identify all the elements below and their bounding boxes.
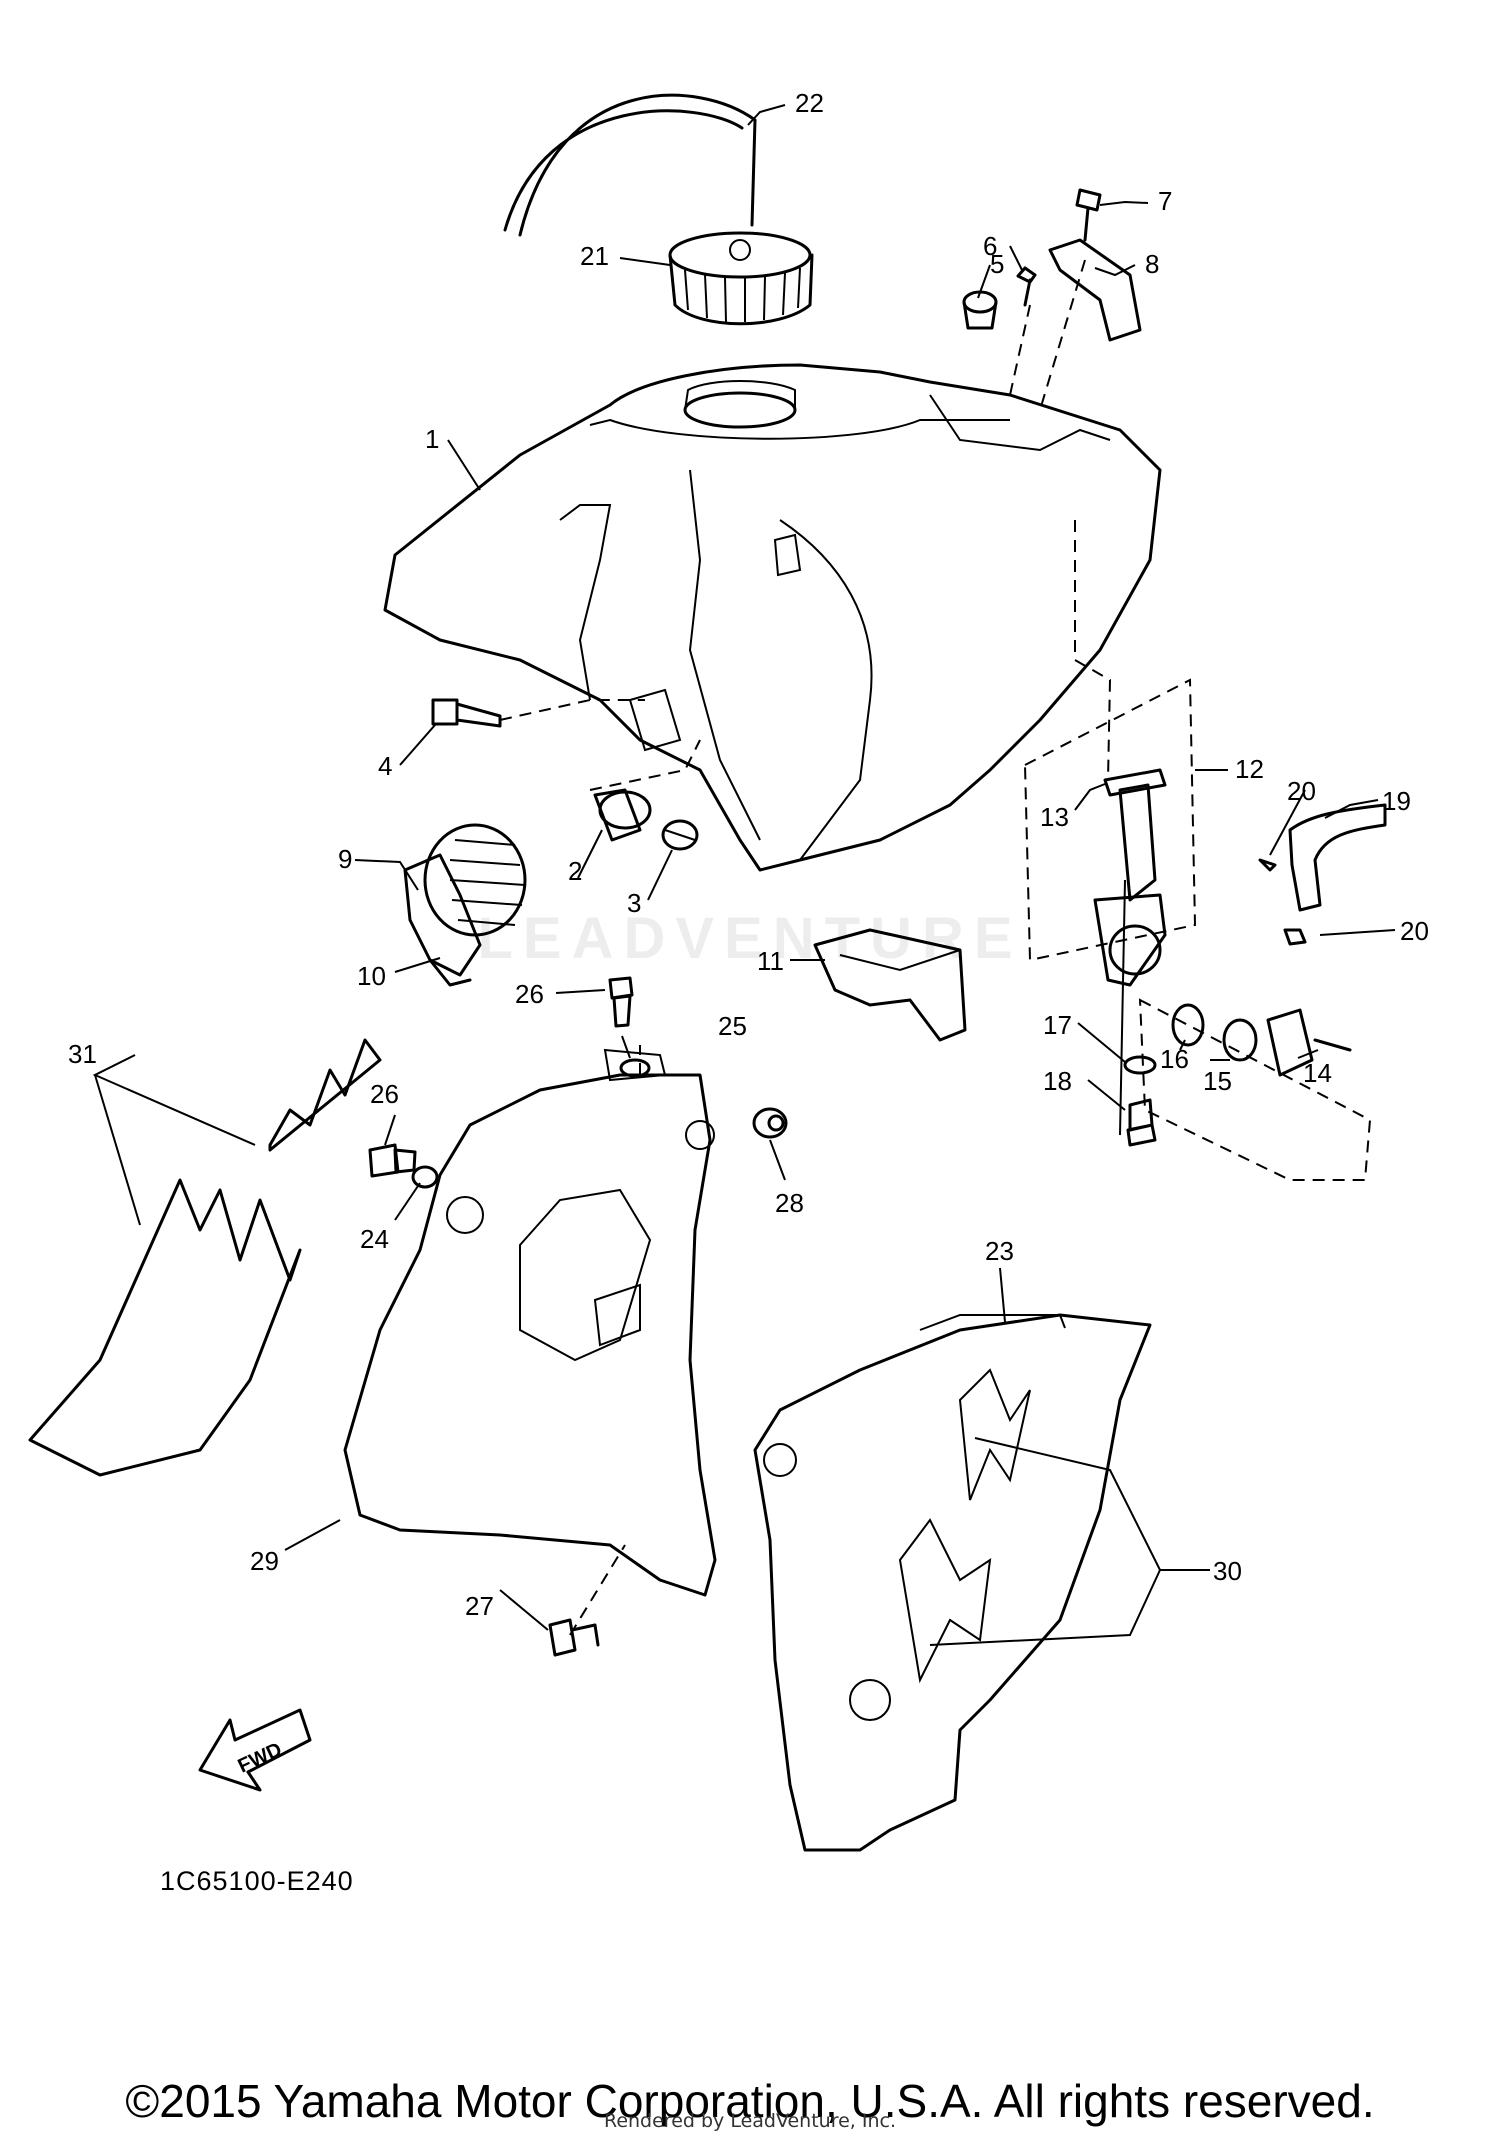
figure-code: 1C65100-E240 — [160, 1866, 354, 1896]
callout-5: 5 — [990, 249, 1004, 279]
callout-29: 29 — [250, 1546, 279, 1576]
vent-hose-drawing — [503, 93, 757, 237]
callout-17: 17 — [1043, 1010, 1072, 1040]
fasteners-drawing — [368, 976, 788, 1657]
fuel-tank-drawing — [383, 363, 1162, 872]
fuel-hose-drawing — [1258, 803, 1387, 946]
strainer-drawing — [403, 823, 527, 987]
watermark-text: LEADVENTURE — [477, 906, 1023, 971]
callout-21: 21 — [580, 241, 609, 271]
callout-24: 24 — [360, 1224, 389, 1254]
fuel-cock-drawing — [1023, 520, 1372, 1181]
callout-15: 15 — [1203, 1066, 1232, 1096]
callout-labels: 1 2 3 4 5 6 7 8 9 10 11 12 13 14 15 16 1… — [68, 88, 1429, 1621]
callout-30: 30 — [1213, 1556, 1242, 1586]
callout-18: 18 — [1043, 1066, 1072, 1096]
callout-22: 22 — [795, 88, 824, 118]
callout-9: 9 — [338, 844, 352, 874]
fwd-arrow-icon: FWD — [198, 1708, 312, 1792]
leader-lines — [92, 104, 1396, 1646]
callout-1: 1 — [425, 424, 439, 454]
fwd-arrow-label: FWD — [235, 1738, 286, 1777]
rendered-by-text: Rendered by LeadVenture, Inc. — [603, 2110, 897, 2132]
callout-4: 4 — [378, 751, 392, 781]
decal-drawing — [28, 1038, 382, 1477]
callout-7: 7 — [1158, 186, 1172, 216]
callout-3: 3 — [627, 888, 641, 918]
callout-8: 8 — [1145, 249, 1159, 279]
damper-collar-drawing — [589, 739, 701, 851]
callout-2: 2 — [568, 856, 582, 886]
callout-19: 19 — [1382, 786, 1411, 816]
callout-14: 14 — [1303, 1058, 1332, 1088]
copyright-notice: ©2015 Yamaha Motor Corporation, U.S.A. A… — [125, 2075, 1375, 2127]
callout-20-lower: 20 — [1400, 916, 1429, 946]
left-side-cover-drawing — [343, 1048, 717, 1597]
callout-27: 27 — [465, 1591, 494, 1621]
callout-25: 25 — [718, 1011, 747, 1041]
callout-31: 31 — [68, 1039, 97, 1069]
callout-28: 28 — [775, 1188, 804, 1218]
callout-23: 23 — [985, 1236, 1014, 1266]
cover-drawing — [813, 928, 967, 1042]
callout-10: 10 — [357, 961, 386, 991]
bracket-drawing — [962, 188, 1142, 411]
callout-13: 13 — [1040, 802, 1069, 832]
fuel-cap-drawing — [668, 231, 814, 326]
callout-26-lower: 26 — [370, 1079, 399, 1109]
callout-6: 6 — [983, 231, 997, 261]
callout-26-upper: 26 — [515, 979, 544, 1009]
callout-16: 16 — [1160, 1044, 1189, 1074]
right-side-cover-drawing — [753, 1313, 1152, 1852]
callout-20-upper: 20 — [1287, 776, 1316, 806]
callout-11: 11 — [757, 946, 784, 976]
tank-bolt-drawing — [431, 698, 645, 728]
callout-12: 12 — [1235, 754, 1264, 784]
